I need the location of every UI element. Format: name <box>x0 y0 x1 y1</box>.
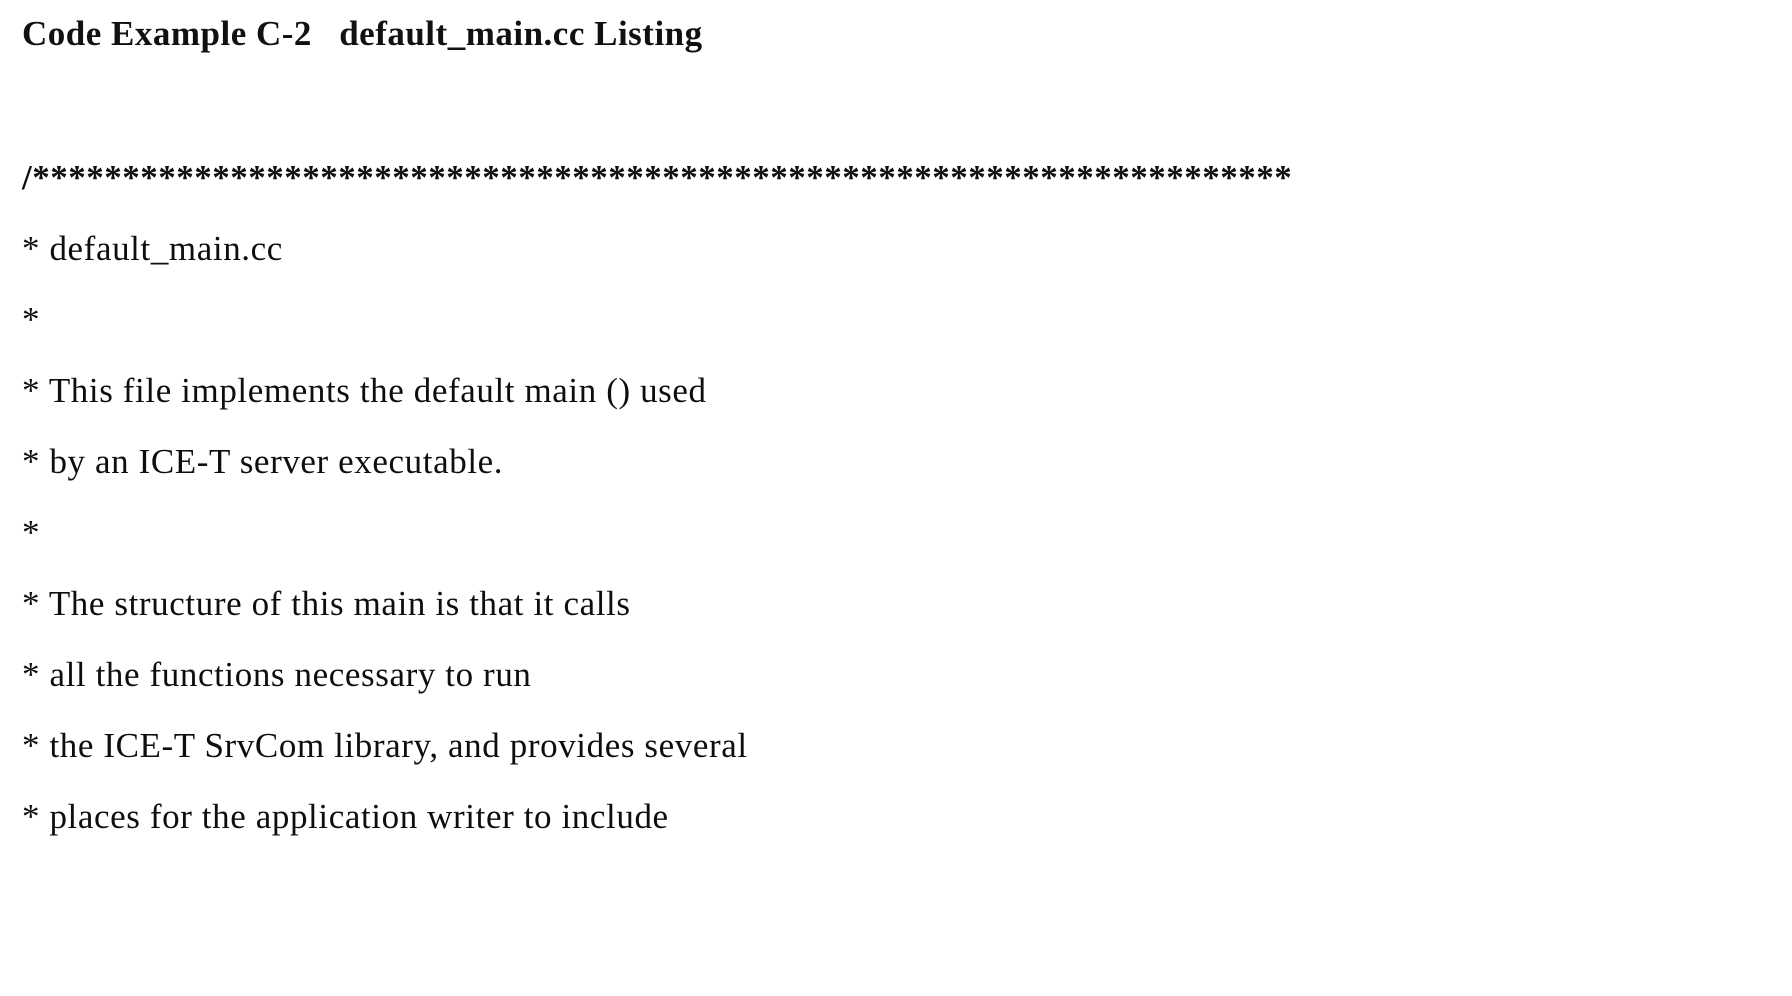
code-line: * places for the application writer to i… <box>22 797 669 836</box>
code-line: * by an ICE-T server executable. <box>22 442 504 481</box>
code-line: /***************************************… <box>22 158 1293 197</box>
listing-title-name: default_main.cc Listing <box>339 14 703 53</box>
code-line: * This file implements the default main … <box>22 371 707 410</box>
code-listing: /***************************************… <box>22 142 1768 852</box>
code-line: * the ICE-T SrvCom library, and provides… <box>22 726 748 765</box>
code-line: * The structure of this main is that it … <box>22 584 631 623</box>
code-line: * <box>22 513 41 552</box>
listing-title-label: Code Example C-2 <box>22 14 312 53</box>
code-line: * default_main.cc <box>22 229 283 268</box>
code-line: * <box>22 300 41 339</box>
code-line: * all the functions necessary to run <box>22 655 532 694</box>
listing-title: Code Example C-2 default_main.cc Listing <box>22 14 1768 54</box>
